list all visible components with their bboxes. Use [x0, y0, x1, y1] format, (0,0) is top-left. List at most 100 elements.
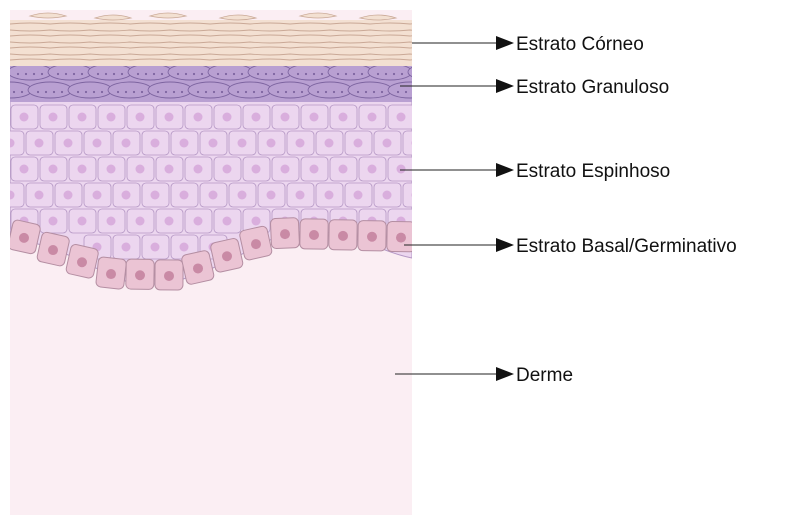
granule: [5, 91, 7, 93]
cell-nucleus: [396, 233, 406, 243]
cell-nucleus: [136, 217, 145, 226]
label-espinhoso: Estrato Espinhoso: [400, 161, 670, 182]
cell-nucleus: [165, 217, 174, 226]
granule: [365, 91, 367, 93]
granule: [61, 91, 63, 93]
cell-nucleus: [64, 191, 73, 200]
granule: [305, 73, 307, 75]
granule: [405, 91, 407, 93]
cell-nucleus: [35, 139, 44, 148]
granule: [301, 91, 303, 93]
granule: [225, 73, 227, 75]
granule: [193, 73, 195, 75]
cell-nucleus: [107, 165, 116, 174]
cell-nucleus: [397, 165, 406, 174]
granule: [65, 73, 67, 75]
cell-nucleus: [164, 271, 174, 281]
cell-nucleus: [296, 139, 305, 148]
granule: [245, 91, 247, 93]
granular-cell: [8, 64, 52, 80]
cell-nucleus: [107, 113, 116, 122]
granule: [321, 73, 323, 75]
cell-nucleus: [368, 165, 377, 174]
cell-nucleus: [339, 113, 348, 122]
granule: [173, 91, 175, 93]
granule: [421, 91, 423, 93]
granule: [133, 91, 135, 93]
granular-cell: [348, 82, 392, 98]
granule: [213, 91, 215, 93]
granule: [377, 73, 379, 75]
cell-nucleus: [180, 243, 189, 252]
granule: [153, 73, 155, 75]
cell-nucleus: [6, 139, 15, 148]
cell-nucleus: [49, 113, 58, 122]
cell-nucleus: [78, 165, 87, 174]
cell-nucleus: [165, 113, 174, 122]
granular-cell: [248, 64, 292, 80]
granule: [397, 91, 399, 93]
granule: [117, 91, 119, 93]
cell-nucleus: [412, 191, 421, 200]
cell-nucleus: [325, 139, 334, 148]
granular-cell: [148, 82, 192, 98]
granular-cell: [368, 64, 412, 80]
granule: [337, 73, 339, 75]
cell-nucleus: [49, 165, 58, 174]
cell-nucleus: [280, 229, 290, 239]
granule: [137, 73, 139, 75]
cell-nucleus: [77, 257, 87, 267]
arrow-head-icon: [496, 79, 514, 93]
cell-nucleus: [368, 113, 377, 122]
granular-cell: [288, 64, 332, 80]
cell-nucleus: [354, 139, 363, 148]
granule: [317, 91, 319, 93]
granule: [345, 73, 347, 75]
granule: [105, 73, 107, 75]
granule: [177, 73, 179, 75]
cell-nucleus: [354, 191, 363, 200]
granular-cell: [328, 64, 372, 80]
label-derme: Derme: [516, 365, 573, 386]
label-corneo: Estrato Córneo: [412, 34, 644, 55]
cell-nucleus: [151, 243, 160, 252]
cell-nucleus: [78, 113, 87, 122]
label-estrato-corneo: Estrato Córneo: [516, 34, 644, 55]
cell-nucleus: [48, 245, 58, 255]
cell-nucleus: [310, 165, 319, 174]
granule: [217, 73, 219, 75]
cell-nucleus: [136, 113, 145, 122]
cell-nucleus: [209, 191, 218, 200]
cell-nucleus: [151, 139, 160, 148]
arrow-head-icon: [496, 36, 514, 50]
granule: [77, 91, 79, 93]
cell-nucleus: [338, 231, 348, 241]
cell-nucleus: [325, 191, 334, 200]
granule: [205, 91, 207, 93]
cell-nucleus: [367, 232, 377, 242]
granule: [97, 73, 99, 75]
cell-nucleus: [49, 217, 58, 226]
cell-nucleus: [252, 165, 261, 174]
spinous-cell: [403, 131, 430, 155]
granule: [53, 91, 55, 93]
granule: [393, 73, 395, 75]
cell-nucleus: [122, 139, 131, 148]
cell-nucleus: [339, 165, 348, 174]
granule: [401, 73, 403, 75]
cell-nucleus: [310, 113, 319, 122]
granule: [417, 73, 419, 75]
label-granuloso: Estrato Granuloso: [400, 77, 669, 98]
granule: [93, 91, 95, 93]
granule: [385, 73, 387, 75]
cell-nucleus: [20, 113, 29, 122]
granule: [37, 91, 39, 93]
cell-nucleus: [223, 113, 232, 122]
granule: [81, 73, 83, 75]
granule: [413, 91, 415, 93]
cell-nucleus: [267, 139, 276, 148]
granular-cell: [168, 64, 212, 80]
granule: [353, 73, 355, 75]
granule: [285, 91, 287, 93]
cell-nucleus: [222, 251, 232, 261]
